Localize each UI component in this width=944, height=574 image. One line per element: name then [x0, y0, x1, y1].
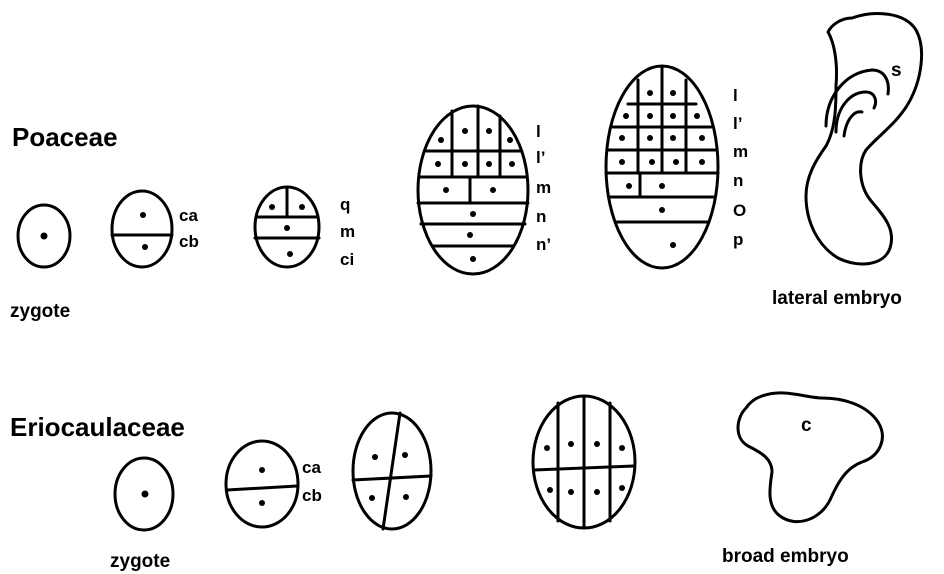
label-s: s — [891, 60, 902, 81]
label-ca: ca — [179, 206, 198, 225]
label-ca: ca — [302, 458, 321, 477]
lateral-embryo-caption: lateral embryo — [772, 288, 902, 309]
nucleus — [142, 491, 149, 498]
nucleus — [41, 233, 48, 240]
label-ci: ci — [340, 250, 354, 269]
label-n: n — [536, 207, 546, 226]
eriocaulaceae-two-cell-stage — [226, 441, 298, 527]
label-q: q — [340, 195, 350, 214]
family-title-eriocaulaceae: Eriocaulaceae — [10, 412, 185, 442]
label-cb: cb — [179, 232, 199, 251]
label-m: m — [340, 222, 355, 241]
eriocaulaceae-zygote-label: zygote — [110, 551, 170, 572]
label-l: l — [733, 86, 738, 105]
label-l-prime: l’ — [733, 114, 742, 133]
label-o: O — [733, 201, 746, 220]
label-l: l — [536, 122, 541, 141]
label-m: m — [733, 142, 748, 161]
poaceae-zygote-label: zygote — [10, 301, 70, 322]
eriocaulaceae-four-cell-stage — [353, 413, 431, 529]
lateral-embryo-shape — [806, 14, 922, 264]
poaceae-four-cell-stage — [255, 187, 319, 267]
label-n: n — [733, 171, 743, 190]
poaceae-two-cell-stage — [112, 191, 172, 267]
eriocaulaceae-eight-cell-stage — [533, 396, 635, 528]
label-p: p — [733, 230, 743, 249]
broad-embryo-shape — [738, 393, 882, 522]
eriocaulaceae-zygote-cell — [115, 458, 173, 530]
label-l-prime: l’ — [536, 148, 545, 167]
poaceae-zygote-cell — [18, 205, 70, 267]
label-c: c — [801, 415, 812, 436]
family-title-poaceae: Poaceae — [12, 122, 118, 152]
label-n-prime: n’ — [536, 235, 551, 254]
poaceae-multicellular-stage-2 — [606, 66, 718, 268]
poaceae-multicellular-stage-1 — [418, 106, 528, 274]
label-m: m — [536, 178, 551, 197]
broad-embryo-caption: broad embryo — [722, 546, 849, 567]
label-cb: cb — [302, 486, 322, 505]
